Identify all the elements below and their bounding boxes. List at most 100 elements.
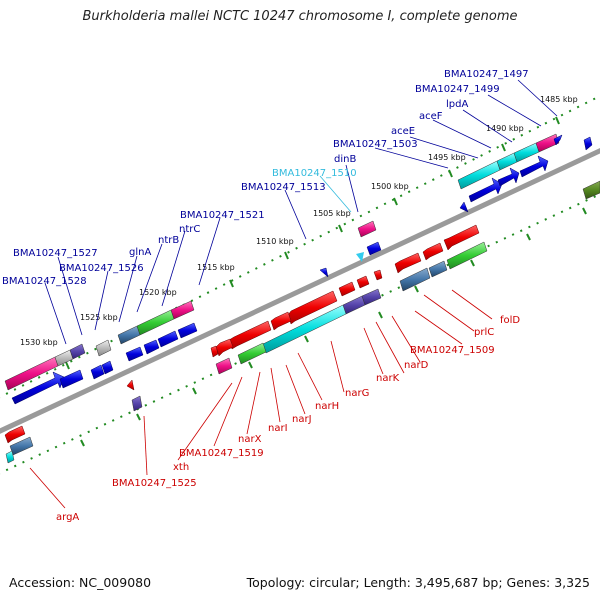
reverse-gene-labels: folD prlC BMA10247_1509 narD narK narG n… (56, 315, 520, 523)
scale-label: 1530 kbp (20, 338, 58, 347)
gene-label: BMA10247_1499 (415, 84, 500, 95)
scale-ruler-inner (0, 195, 597, 475)
gene-arrow (422, 242, 444, 261)
scale-labels: 1485 kbp 1490 kbp 1495 kbp 1500 kbp 1505… (20, 95, 578, 347)
gene-box (342, 295, 366, 315)
gene-arrow-highlight (356, 252, 364, 262)
major-ticks-inner (80, 207, 587, 447)
gene-label: ntrC (179, 224, 200, 235)
scale-label: 1515 kbp (197, 263, 235, 272)
gene-arrow (4, 425, 26, 444)
gene-arrow (373, 269, 383, 281)
gene-box (357, 220, 377, 238)
scale-label: 1495 kbp (428, 153, 466, 162)
gene-box (5, 450, 15, 464)
gene-arrow (459, 201, 469, 213)
gene-arrow (177, 322, 198, 339)
gene-label: narI (268, 423, 288, 434)
gene-label: BMA10247_1525 (112, 478, 197, 489)
scale-label: 1510 kbp (256, 237, 294, 246)
gene-arrow (583, 136, 593, 151)
gene-box (513, 142, 540, 163)
gene-box (582, 180, 600, 200)
gene-label: BMA10247_1513 (241, 182, 326, 193)
gene-arrow (126, 379, 135, 391)
gene-box (237, 342, 267, 365)
gene-arrow (497, 167, 520, 187)
gene-arrow (215, 338, 234, 357)
scale-label: 1500 kbp (371, 182, 409, 191)
scale-label: 1485 kbp (540, 95, 578, 104)
scale-label: 1520 kbp (139, 288, 177, 297)
gene-label: glnA (129, 247, 151, 258)
scale-ruler-outer (0, 97, 597, 399)
forward-cog-boxes (4, 133, 560, 391)
gene-label: argA (56, 512, 79, 523)
reverse-leader-lines (29, 289, 493, 509)
gene-arrow (90, 364, 105, 380)
gene-arrow (210, 345, 219, 358)
gene-box (535, 133, 560, 153)
gene-label: BMA10247_1519 (179, 448, 264, 459)
gene-box (117, 325, 141, 345)
gene-label: xth (173, 462, 189, 473)
scale-label: 1525 kbp (80, 313, 118, 322)
forward-gene-labels: BMA10247_1497 BMA10247_1499 lpdA aceF ac… (2, 69, 529, 287)
gene-box (428, 260, 448, 278)
gene-label: folD (500, 315, 520, 326)
gene-label: aceF (419, 111, 443, 122)
scale-label: 1490 kbp (486, 124, 524, 133)
gene-box (136, 309, 175, 336)
gene-arrow (366, 241, 382, 256)
gene-box (9, 436, 34, 456)
gene-label: ntrB (158, 235, 179, 246)
gene-arrow (394, 252, 422, 274)
reverse-cog-boxes (5, 180, 600, 464)
gene-label: dinB (334, 154, 356, 165)
gene-label: BMA10247_1526 (59, 263, 144, 274)
gene-arrow (143, 339, 160, 355)
gene-label: BMA10247_1503 (333, 139, 418, 150)
map-title: Burkholderia mallei NCTC 10247 chromosom… (82, 9, 518, 24)
gene-arrow (468, 177, 503, 203)
gene-arrow (356, 275, 370, 289)
gene-box (496, 152, 518, 171)
gene-label: narX (238, 434, 262, 445)
forward-gene-arrows (11, 134, 593, 405)
gene-box (69, 343, 86, 360)
gene-box (215, 357, 233, 375)
gene-label: narG (345, 388, 369, 399)
gene-label: BMA10247_1521 (180, 210, 265, 221)
scale-label: 1505 kbp (313, 209, 351, 218)
gene-box (361, 288, 382, 306)
gene-label: BMA10247_1528 (2, 276, 87, 287)
gene-box (399, 267, 431, 292)
gene-box (95, 339, 112, 357)
accession-text: Accession: NC_009080 (9, 575, 152, 590)
gene-label: prlC (474, 327, 494, 338)
gene-arrow (443, 224, 480, 251)
gene-label: BMA10247_1510 (272, 168, 357, 179)
gene-arrow (270, 311, 292, 331)
gene-arrow (553, 134, 563, 146)
gene-arrow (157, 330, 179, 348)
gene-label: BMA10247_1527 (13, 248, 98, 259)
gene-box (54, 349, 74, 367)
gene-label: BMA10247_1497 (444, 69, 529, 80)
reverse-gene-arrows (4, 224, 480, 444)
highlight-leader-line (319, 175, 352, 213)
gene-arrow (101, 360, 114, 375)
chromosome-backbone (0, 148, 600, 434)
gene-arrow (319, 267, 329, 278)
gene-arrow (338, 281, 356, 297)
gene-label: lpdA (446, 99, 468, 110)
gene-label: BMA10247_1509 (410, 345, 495, 356)
gene-box (446, 241, 488, 270)
gene-label: narD (404, 360, 429, 371)
gene-box (170, 300, 195, 320)
gene-arrow (519, 155, 549, 178)
gene-arrow (125, 346, 144, 362)
topology-text: Topology: circular; Length: 3,495,687 bp… (246, 575, 590, 590)
gene-label: aceE (391, 126, 415, 137)
